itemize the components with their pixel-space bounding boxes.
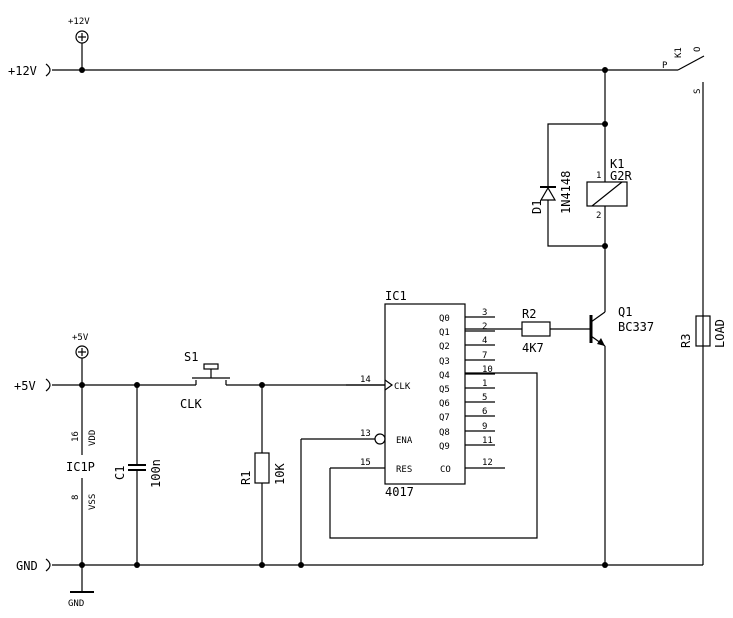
r1-ref: R1: [239, 471, 253, 485]
ic1-output-q1-name: Q1: [439, 328, 450, 338]
k1-coil-pin1: 1: [596, 171, 601, 181]
ic1-ref: IC1: [385, 289, 407, 303]
ic1-pin-co-num: 12: [482, 458, 493, 468]
k1-coil-value: G2R: [610, 169, 632, 183]
s1-ref: S1: [184, 350, 198, 364]
ic1-output-q6-pin: 5: [482, 393, 487, 403]
ic1-output-q7-name: Q7: [439, 413, 450, 423]
ic1p-vss-label: VSS: [88, 494, 98, 510]
resistor-r3-load: R3 LOAD: [679, 315, 727, 348]
ic1-output-q0-pin: 3: [482, 308, 487, 318]
p5v-rail-label: +5V: [14, 379, 36, 393]
gnd-power-symbol: GND: [68, 565, 94, 609]
ic1-output-q8-name: Q8: [439, 428, 450, 438]
ic1-output-q2-pin: 4: [482, 336, 487, 346]
ic1p-vss-pin: 8: [71, 495, 81, 500]
k1-contact-p: P: [662, 61, 668, 71]
ic1-output-q5-pin: 1: [482, 379, 487, 389]
d1-value: 1N4148: [559, 171, 573, 214]
ic1-pin-ena-name: ENA: [396, 436, 413, 446]
k1-contact-ref: K1: [674, 47, 684, 58]
ic1-output-q8-pin: 9: [482, 422, 487, 432]
ic1-output-q4-pin: 10: [482, 365, 493, 375]
pushbutton-s1: S1 CLK: [180, 350, 230, 411]
r3-ref: R3: [679, 334, 693, 348]
k1-coil-ref: K1: [610, 157, 624, 171]
r2-value: 4K7: [522, 341, 544, 355]
k1-contact-s: S: [693, 89, 703, 94]
p12v-rail: +12V: [8, 63, 678, 78]
ic1-output-q1-pin: 2: [482, 322, 487, 332]
ic1p-ref: IC1P: [66, 460, 95, 474]
p12v-symbol-label: +12V: [68, 17, 90, 27]
ic1p-vdd-label: VDD: [88, 430, 98, 446]
p5v-power-symbol: +5V: [72, 333, 89, 385]
q1-value: BC337: [618, 320, 654, 334]
ic1-pin-clk-name: CLK: [394, 382, 411, 392]
resistor-r1: R1 10K: [239, 385, 287, 565]
p5v-rail: +5V: [14, 378, 385, 393]
ic1-4017: IC1 4017 14 CLK 13 ENA 15 RES CO 12 Q03Q…: [301, 289, 505, 499]
c1-ref: C1: [113, 466, 127, 480]
ic1p-power-block: 16 VDD IC1P 8 VSS: [66, 385, 98, 565]
ic1-output-q9-pin: 11: [482, 436, 493, 446]
d1-ref: D1: [530, 200, 544, 214]
r2-ref: R2: [522, 307, 536, 321]
ic1-output-q0-name: Q0: [439, 314, 450, 324]
diode-d1: D1 1N4148: [530, 123, 605, 247]
ic1-pin-co-name: CO: [440, 465, 451, 475]
p5v-symbol-label: +5V: [72, 333, 89, 343]
ic1-pin-ena-num: 13: [360, 429, 371, 439]
gnd-symbol-label: GND: [68, 599, 84, 609]
capacitor-c1: C1 100n: [113, 385, 163, 565]
ic1-pin-res-num: 15: [360, 458, 371, 468]
ic1-pin-clk-num: 14: [360, 375, 371, 385]
ic1-output-q9-name: Q9: [439, 442, 450, 452]
resistor-r2: R2 4K7: [465, 307, 590, 355]
relay-k1-coil: K1 G2R 1 2: [586, 70, 632, 254]
ic1-pin-res-name: RES: [396, 465, 412, 475]
ic1-output-q7-pin: 6: [482, 407, 487, 417]
reset-feedback-wire: [329, 372, 538, 539]
p12v-rail-label: +12V: [8, 64, 37, 78]
r3-value: LOAD: [713, 319, 727, 348]
c1-value: 100n: [149, 459, 163, 488]
ic1-output-q2-name: Q2: [439, 342, 450, 352]
p12v-power-symbol: +12V: [68, 17, 90, 70]
k1-coil-pin2: 2: [596, 211, 601, 221]
k1-contact-o: O: [693, 47, 703, 52]
ic1-output-q5-name: Q5: [439, 385, 450, 395]
ic1-output-q6-name: Q6: [439, 399, 450, 409]
junction-dots: [79, 67, 608, 568]
r1-value: 10K: [273, 463, 287, 485]
relay-k1-contact: P K1 O S: [662, 47, 705, 565]
transistor-q1: Q1 BC337: [589, 254, 654, 565]
q1-ref: Q1: [618, 305, 632, 319]
gnd-rail: GND: [16, 558, 703, 573]
gnd-rail-label: GND: [16, 559, 38, 573]
s1-value: CLK: [180, 397, 202, 411]
ic1p-vdd-pin: 16: [71, 431, 81, 442]
ic1-output-q3-name: Q3: [439, 357, 450, 367]
ic1-part: 4017: [385, 485, 414, 499]
ic1-output-q4-name: Q4: [439, 371, 450, 381]
ic1-output-q3-pin: 7: [482, 351, 487, 361]
